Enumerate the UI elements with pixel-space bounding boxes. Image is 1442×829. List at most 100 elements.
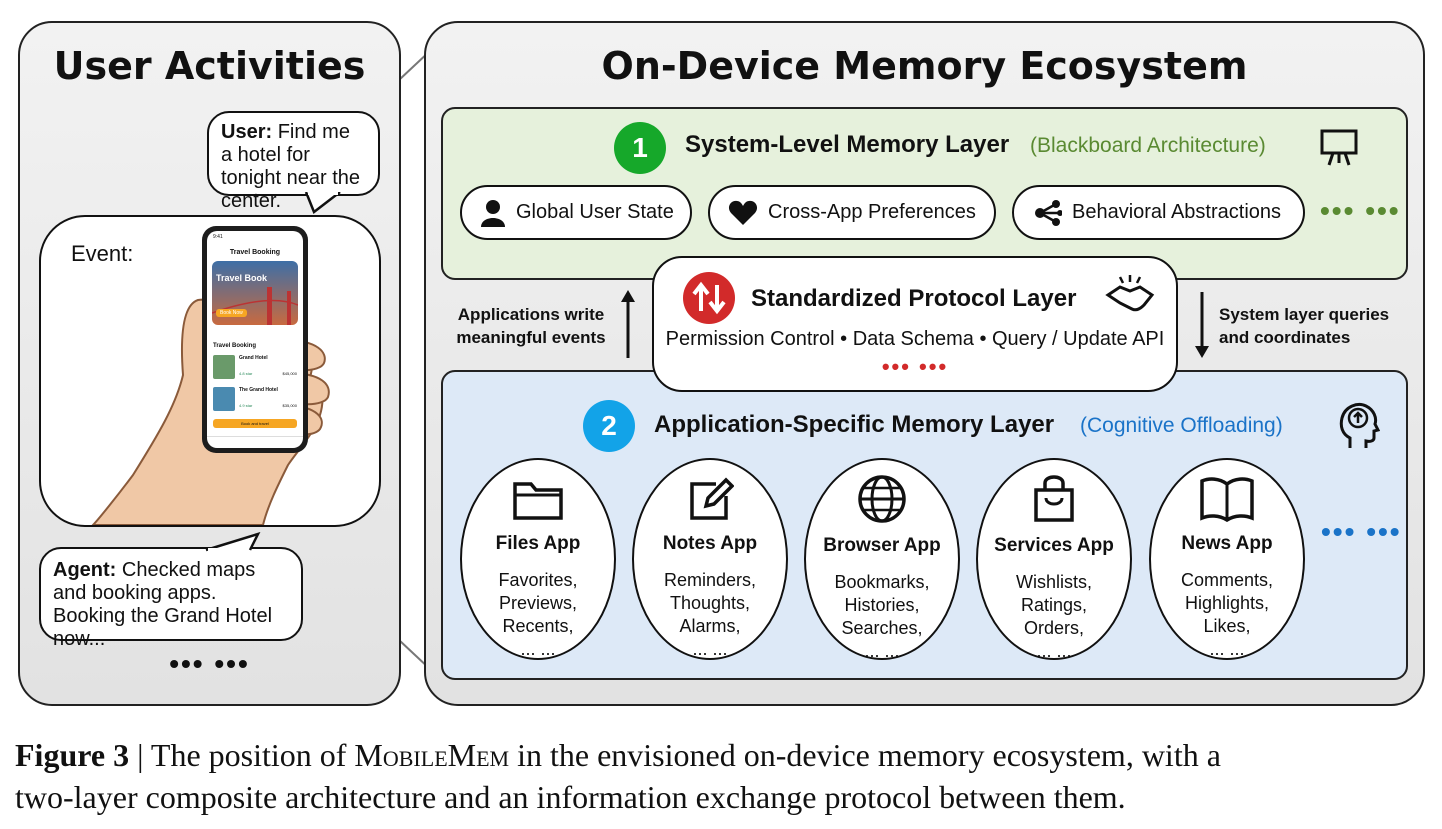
write-events-note: Applications write meaningful events [445,303,617,349]
hotel-name: Grand Hotel [239,355,268,361]
caption-line-2: two-layer composite architecture and an … [15,779,1126,815]
app-item: Previews, [498,593,578,613]
hotel-price: $45,000 [282,371,297,376]
app-oval-notes: Notes App Reminders, Thoughts, Alarms, .… [632,458,788,660]
app-item: ... ... [692,639,728,659]
system-layer-subtitle: (Blackboard Architecture) [1030,134,1266,157]
app-name: Notes App [662,533,758,554]
hotel-price: $35,000 [282,403,297,408]
app-name: Services App [994,535,1114,556]
phone-nav-bar [207,436,303,448]
protocol-more-dots: ••• ••• [881,354,949,379]
network-icon [1035,199,1062,226]
caption-text-after: in the envisioned on-device memory ecosy… [509,737,1221,773]
app-items: Bookmarks, Histories, Searches, ... ... [806,571,958,663]
app-item: Wishlists, [1016,572,1092,592]
app-items: Wishlists, Ratings, Orders, ... ... [978,571,1130,663]
user-speaker: User: [221,121,273,143]
protocol-layer-box [652,256,1178,392]
pill-label: Global User State [516,201,674,223]
user-speech-bubble: User: Find me a hotel for tonight near t… [207,111,380,212]
phone-screen: 9:41 Travel Booking Travel Book Book Now… [207,231,303,448]
hotel-thumbnail [213,387,235,411]
folder-icon [513,482,563,520]
user-message: Find me a hotel for tonight near the cen… [221,121,360,212]
hotel-name: The Grand Hotel [239,387,278,393]
ecosystem-title: On-Device Memory Ecosystem [601,44,1248,88]
note-line: meaningful events [456,328,606,347]
phone-book-now-button[interactable]: Book Now [216,309,247,317]
figure-caption: Figure 3 | The position of MobileMem in … [15,734,1430,818]
caption-system-name: MobileMem [354,737,510,773]
app-layer-number-badge: 2 [583,400,635,452]
sync-arrows-icon [683,272,735,324]
phone-device: 9:41 Travel Booking Travel Book Book Now… [202,226,308,453]
app-item: Thoughts, [669,593,751,613]
phone-section: Travel Booking [213,343,257,349]
note-line: Applications write [457,305,605,324]
pill-label: Cross-App Preferences [768,201,976,223]
app-oval-files: Files App Favorites, Previews, Recents, … [460,458,616,660]
app-item: ... ... [864,641,900,661]
caption-label: Figure 3 [15,737,130,773]
blackboard-icon [1320,129,1358,166]
app-item: ... ... [1209,639,1245,659]
app-items: Favorites, Previews, Recents, ... ... [462,569,614,661]
app-oval-browser: Browser App Bookmarks, Histories, Search… [804,458,960,663]
app-oval-services: Services App Wishlists, Ratings, Orders,… [976,458,1132,663]
heart-icon [728,200,758,225]
agent-speech-bubble: Agent: Checked maps and booking apps. Bo… [39,547,303,650]
global-user-state-pill: Global User State [460,185,692,240]
handshake-icon [1105,275,1155,312]
protocol-layer-title: Standardized Protocol Layer [751,285,1077,312]
head-upload-icon [1339,403,1380,448]
caption-text-before: The position of [150,737,355,773]
agent-speaker: Agent: [53,559,117,581]
agent-bubble-tail [205,532,261,552]
app-name: News App [1181,533,1273,554]
phone-time: 9:41 [213,234,223,240]
note-line: and coordinates [1219,328,1351,347]
phone-cta-button[interactable]: Book and travel [213,419,297,428]
app-item: Histories, [844,595,920,615]
app-item: Comments, [1180,570,1274,590]
left-more-dots: ••• ••• [169,648,250,679]
book-icon [1200,477,1254,523]
system-more-dots: ••• ••• [1320,195,1401,226]
event-label: Event: [71,241,134,266]
user-activities-title: User Activities [53,44,366,88]
app-item: Searches, [841,618,923,638]
hotel-rating: 4.9 star [239,403,253,408]
app-item: Ratings, [1020,595,1088,615]
behavioral-abstractions-pill: Behavioral Abstractions [1012,185,1305,240]
phone-hotel-1[interactable]: Grand Hotel 4.8 star $45,000 [213,355,297,381]
edit-icon [690,477,735,520]
cross-app-preferences-pill: Cross-App Preferences [708,185,996,240]
globe-icon [858,475,906,523]
user-icon [481,199,505,227]
app-more-dots: ••• ••• [1321,516,1402,547]
shopping-bag-icon [1034,475,1074,522]
app-name: Files App [495,533,581,554]
caption-line-1: Figure 3 | The position of MobileMem in … [15,734,1430,776]
system-layer-number-badge: 1 [614,122,666,174]
app-item: ... ... [1036,641,1072,661]
system-layer-title: System-Level Memory Layer [685,131,1010,158]
pill-label: Behavioral Abstractions [1072,201,1282,223]
app-item: Likes, [1203,616,1251,636]
app-items: Comments, Highlights, Likes, ... ... [1151,569,1303,661]
hotel-thumbnail [213,355,235,379]
phone-header[interactable]: Travel Booking [229,249,281,256]
app-item: ... ... [520,639,556,659]
app-layer-subtitle: (Cognitive Offloading) [1080,414,1283,437]
app-item: Highlights, [1184,593,1270,613]
app-name: Browser App [823,535,941,556]
phone-hotel-2[interactable]: The Grand Hotel 4.9 star $35,000 [213,387,297,413]
app-item: Favorites, [498,570,578,590]
agent-message: Checked maps and booking apps. Booking t… [53,559,273,650]
system-queries-note: System layer queries and coordinates [1219,303,1389,349]
hotel-rating: 4.8 star [239,371,253,376]
down-arrow-icon [1195,292,1209,358]
app-items: Reminders, Thoughts, Alarms, ... ... [634,569,786,661]
user-bubble-tail [304,192,341,214]
